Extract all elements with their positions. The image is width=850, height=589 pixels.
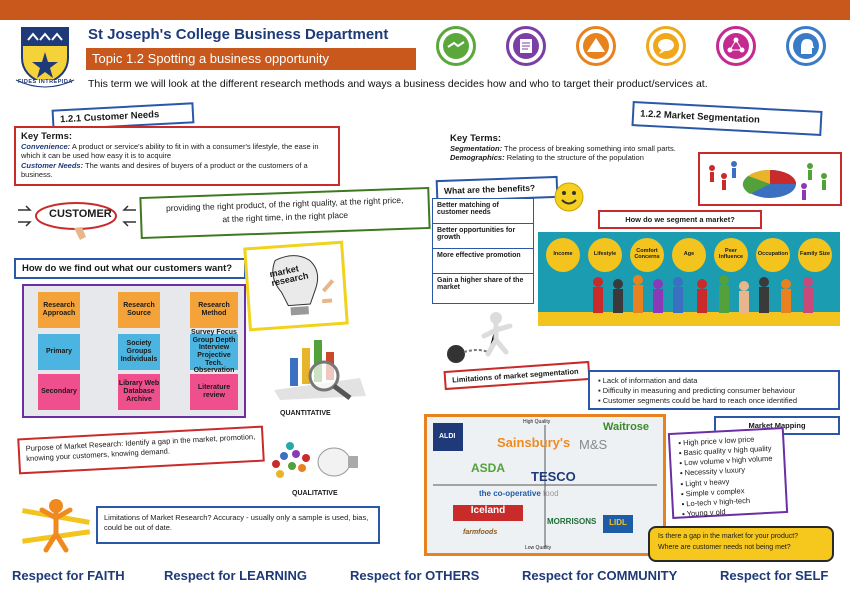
benefits-list: Better matching of customer needs Better…	[432, 198, 534, 304]
benefit-item: Better matching of customer needs	[433, 199, 533, 224]
research-sticky-note: Society Groups Individuals	[118, 334, 160, 370]
research-sticky-note: Survey Focus Group Depth Interview Proje…	[190, 328, 238, 375]
gap-question-callout: Is there a gap in the market for your pr…	[648, 526, 834, 562]
research-sticky-note: Literature review	[190, 374, 238, 410]
network-icon	[716, 26, 756, 66]
find-out-heading: How do we find out what our customers wa…	[14, 258, 246, 279]
store-lidl: LIDL	[603, 515, 633, 533]
mountain-icon	[576, 26, 616, 66]
footer-respect-learning: Respect for LEARNING	[164, 568, 308, 583]
customer-key-terms-box: Key Terms: Convenience: A product or ser…	[14, 126, 340, 186]
segment-criterion: Occupation	[756, 238, 790, 272]
store-iceland: Iceland	[453, 505, 523, 521]
qualitative-label: QUALITATIVE	[292, 490, 338, 497]
store-ms: M&S	[579, 437, 608, 452]
speech-icon	[646, 26, 686, 66]
footer-respect-faith: Respect for FAITH	[12, 568, 125, 583]
ball-chain-image	[444, 308, 526, 366]
footer-respect-community: Respect for COMMUNITY	[522, 568, 678, 583]
intro-text: This term we will look at the different …	[88, 78, 708, 90]
crest-motto: FIDES INTREPIDA	[18, 79, 73, 85]
segmentation-people-image	[698, 152, 842, 206]
store-morrisons: MORRISONS	[547, 517, 597, 526]
values-icon-row	[432, 26, 842, 72]
benefit-item: Gain a higher share of the market	[437, 277, 524, 291]
segment-criterion: Comfort Concerns	[630, 238, 664, 272]
research-sticky-note: Library Web Database Archive	[118, 374, 160, 410]
segment-criterion: Family Size	[798, 238, 832, 272]
seg-limitation-item: Lack of information and data	[598, 376, 830, 386]
market-mapping-list: High price v low price Basic quality v h…	[667, 427, 789, 519]
seg-limitations-box: Lack of information and data Difficulty …	[588, 370, 840, 410]
research-sticky-note: Primary	[38, 334, 80, 370]
footer-respect-self: Respect for SELF	[720, 568, 829, 583]
high-quality-label: High Quality	[523, 419, 551, 425]
top-banner	[0, 0, 850, 20]
customer-illustration: CUSTOMER	[16, 196, 138, 242]
benefit-item: Better opportunities for growth	[433, 224, 533, 249]
research-sticky-note: Secondary	[38, 374, 80, 410]
market-research-image: market research	[243, 240, 349, 332]
seg-limitation-item: Difficulty in measuring and predicting c…	[598, 386, 830, 396]
segment-criterion: Peer Influence	[714, 238, 748, 272]
research-sticky-note: Research Source	[118, 292, 160, 328]
store-coop: the co-operative food	[479, 489, 559, 498]
research-sticky-board: Research Approach Research Source Research…	[22, 284, 246, 418]
purpose-research-box: Purpose of Market Research: Identify a g…	[17, 425, 265, 475]
store-waitrose: Waitrose	[603, 421, 650, 433]
seg-key-terms-title: Key Terms:	[450, 133, 502, 144]
handshake-icon	[436, 26, 476, 66]
topic-title: Topic 1.2 Spotting a business opportunit…	[86, 48, 416, 70]
customer-word: CUSTOMER	[49, 208, 112, 220]
how-segment-heading: How do we segment a market?	[598, 210, 762, 229]
store-sainsburys: Sainsbury's	[497, 435, 571, 450]
college-crest: FIDES INTREPIDA	[14, 24, 76, 90]
customer-needs-definition: Customer Needs: The wants and desires of…	[21, 160, 308, 180]
quantitative-label: QUANTITATIVE	[280, 410, 331, 417]
gap-question-2: Where are customer needs not being met?	[658, 543, 791, 551]
book-icon	[506, 26, 546, 66]
store-farmfoods: farmfoods	[463, 529, 498, 536]
limitations-research-box: Limitations of Market Research? Accuracy…	[96, 506, 380, 544]
segment-criterion: Lifestyle	[588, 238, 622, 272]
benefit-item: More effective promotion	[433, 249, 533, 274]
segment-criterion: Income	[546, 238, 580, 272]
head-icon	[786, 26, 826, 66]
seg-limitation-item: Customer segments could be hard to reach…	[598, 396, 830, 406]
research-sticky-note: Research Approach	[38, 292, 80, 328]
research-sticky-note: Research Method	[190, 292, 238, 328]
low-quality-label: Low Quality	[525, 545, 552, 551]
store-tesco: TESCO	[531, 469, 576, 484]
segment-criterion: Age	[672, 238, 706, 272]
limitations-figure-image	[20, 494, 92, 556]
store-asda: ASDA	[471, 461, 506, 475]
segmentation-definition: Segmentation: The process of breaking so…	[450, 144, 676, 153]
smiley-icon	[552, 180, 586, 214]
right-product-box: providing the right product, of the righ…	[139, 186, 431, 240]
page-title: St Joseph's College Business Department	[88, 26, 389, 43]
footer-respect-others: Respect for OTHERS	[350, 568, 480, 583]
demographics-definition: Demographics: Relating to the structure …	[450, 153, 644, 163]
market-map-image: High Quality Low Quality ALDI Sainsbury'…	[424, 414, 666, 556]
store-aldi: ALDI	[439, 433, 456, 440]
segmentation-key-terms: Key Terms: Segmentation: The process of …	[444, 130, 704, 170]
qualitative-image: QUALITATIVE	[266, 434, 362, 500]
key-terms-title: Key Terms:	[21, 131, 73, 142]
gap-question-1: Is there a gap in the market for your pr…	[658, 533, 799, 540]
quantitative-image: QUANTITATIVE	[270, 330, 370, 417]
convenience-definition: Convenience: A product or service's abil…	[21, 142, 319, 161]
